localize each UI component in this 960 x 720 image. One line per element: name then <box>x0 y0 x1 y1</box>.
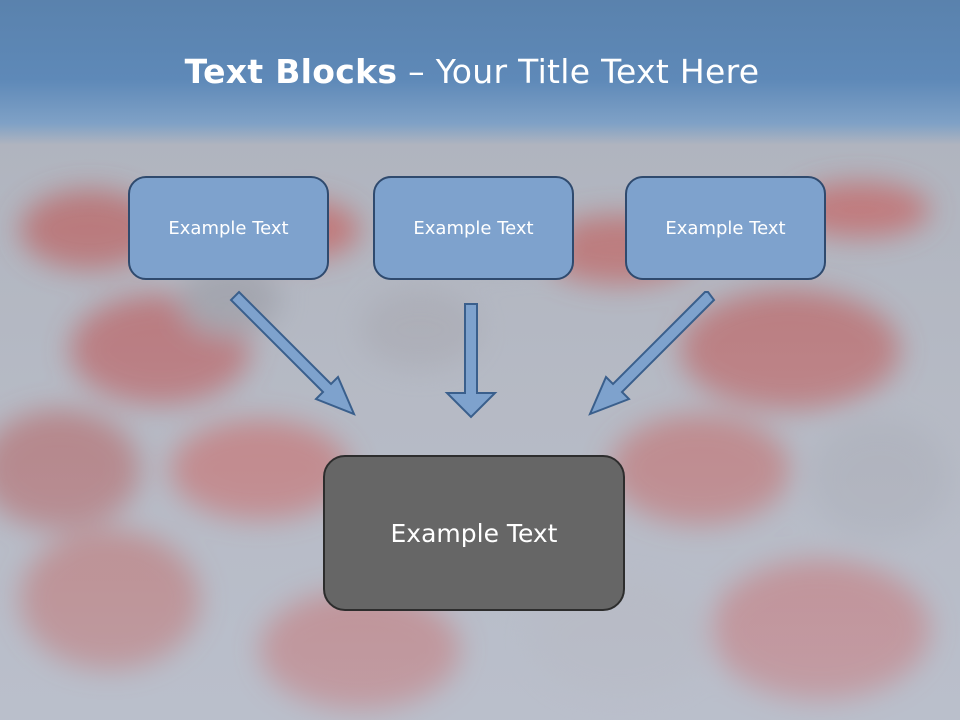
slide-title: Text Blocks – Your Title Text Here <box>0 52 944 91</box>
text-block-1-label: Example Text <box>168 217 289 239</box>
arrow-right <box>588 291 716 416</box>
title-rest: Your Title Text Here <box>435 52 760 91</box>
text-block-1[interactable]: Example Text <box>128 176 329 280</box>
result-block[interactable]: Example Text <box>323 455 625 611</box>
arrow-left <box>229 290 356 416</box>
result-block-label: Example Text <box>390 518 558 548</box>
text-block-3[interactable]: Example Text <box>625 176 826 280</box>
title-dash: – <box>397 52 436 91</box>
title-bar <box>0 0 960 145</box>
text-block-2[interactable]: Example Text <box>373 176 574 280</box>
text-block-2-label: Example Text <box>413 217 534 239</box>
text-block-3-label: Example Text <box>665 217 786 239</box>
title-bold: Text Blocks <box>184 52 398 91</box>
arrow-center <box>444 303 498 419</box>
